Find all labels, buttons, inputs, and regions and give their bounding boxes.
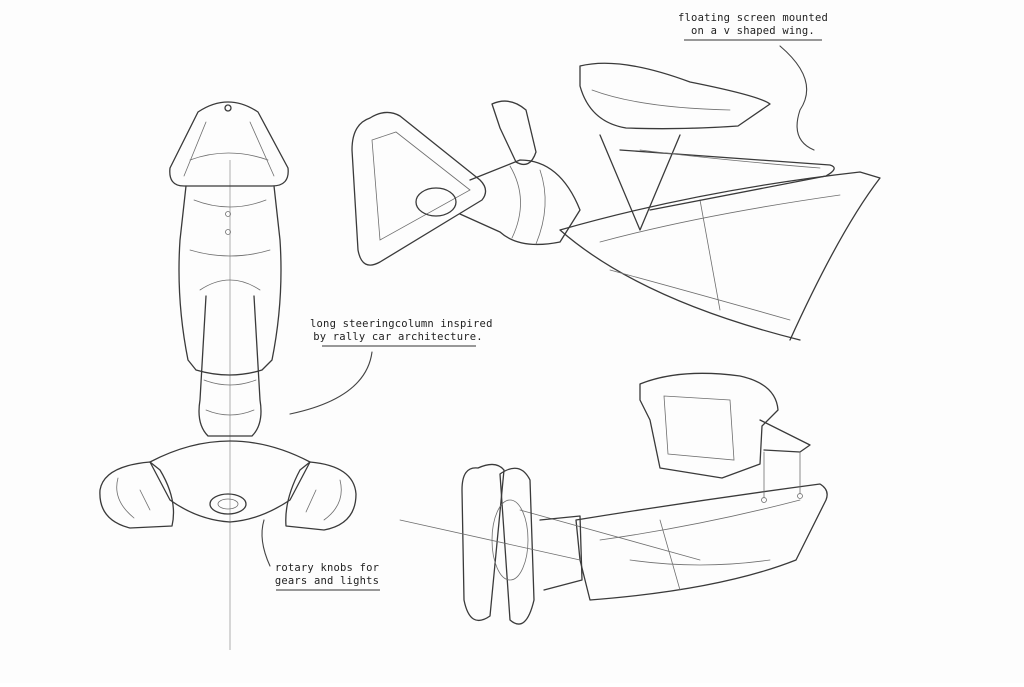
perspective-view-cockpit (351, 62, 881, 341)
annotation-leaders (261, 39, 822, 591)
left-grip (99, 461, 175, 529)
screen-leader (779, 45, 815, 151)
top-mount-dot (224, 104, 232, 112)
knobs-leader (261, 519, 271, 567)
column-leader (289, 351, 373, 415)
side-body (575, 483, 828, 601)
column-annotation-line2: by rally car architecture. (313, 331, 483, 343)
screen-annotation: floating screen mounted on a v shaped wi… (672, 12, 834, 38)
top-screen-cap (169, 101, 289, 187)
side-screen (639, 372, 779, 479)
side-wing (759, 419, 811, 453)
right-grip (285, 461, 357, 531)
side-wheel-rim (499, 467, 535, 625)
side-column-connector (539, 515, 583, 591)
screen-annotation-line1: floating screen mounted (678, 12, 828, 24)
floating-screen (579, 62, 771, 130)
hub-emblem (209, 493, 247, 515)
perspective-right-grip-top (491, 100, 537, 166)
perspective-steering-wheel (351, 111, 487, 266)
knobs-annotation: rotary knobs for gears and lights (262, 562, 392, 588)
knobs-annotation-line1: rotary knobs for (274, 562, 380, 574)
v-shaped-wing (599, 134, 835, 231)
column-housing (178, 185, 282, 376)
wheel-hub (149, 440, 311, 523)
top-view-steering-assembly (99, 101, 357, 650)
side-view-assembly (399, 372, 828, 625)
screen-annotation-line2: on a v shaped wing. (691, 25, 815, 37)
column-shaft (198, 295, 262, 437)
side-steering-wheel (461, 463, 505, 621)
perspective-column (459, 159, 581, 246)
knobs-annotation-line2: gears and lights (274, 575, 380, 587)
column-annotation: long steeringcolumn inspired by rally ca… (310, 318, 493, 344)
column-annotation-line1: long steeringcolumn inspired (310, 318, 493, 330)
dashboard-body (559, 171, 881, 341)
perspective-knob (415, 187, 457, 217)
